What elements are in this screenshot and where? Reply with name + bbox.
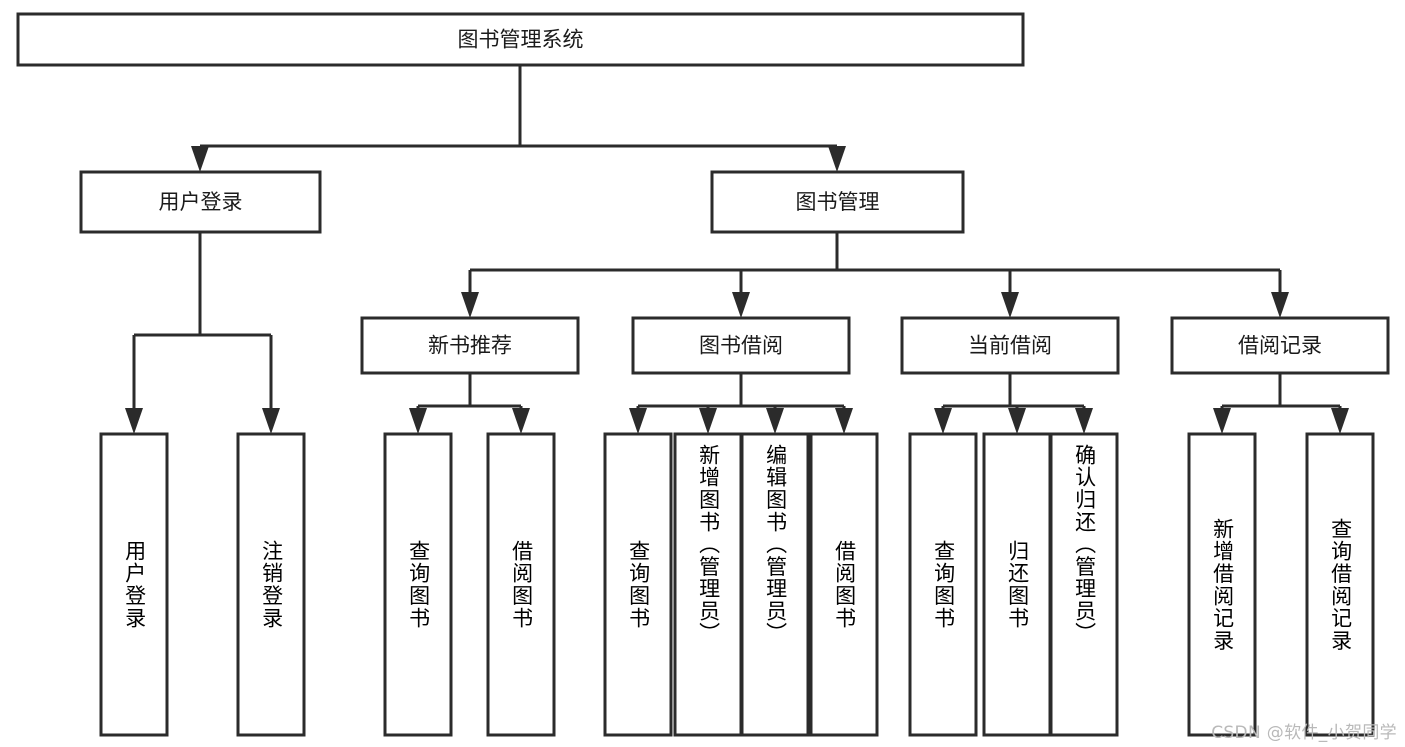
arrow-head-icon bbox=[262, 408, 280, 434]
leaf-node-7[interactable] bbox=[809, 432, 879, 737]
leaf-node-rect[interactable] bbox=[236, 432, 306, 737]
leaf-node-rect[interactable] bbox=[99, 432, 169, 737]
leaf-node-12[interactable] bbox=[1305, 432, 1375, 737]
leaf-node-rect[interactable] bbox=[982, 432, 1052, 737]
level3-node-1[interactable]: 图书借阅 bbox=[631, 316, 851, 375]
arrow-head-icon bbox=[699, 408, 717, 434]
leaf-node-3[interactable] bbox=[486, 432, 556, 737]
leaf-node-rect[interactable] bbox=[809, 432, 879, 737]
arrow-head-icon bbox=[629, 408, 647, 434]
arrow-head-icon bbox=[191, 146, 209, 172]
leaf-node-rect[interactable] bbox=[1049, 432, 1119, 737]
connector-record-to-leaves bbox=[1213, 373, 1349, 434]
connector-current-borrow-to-leaves bbox=[934, 373, 1093, 434]
leaf-node-2[interactable] bbox=[383, 432, 453, 737]
arrow-head-icon bbox=[934, 408, 952, 434]
arrow-head-icon bbox=[512, 408, 530, 434]
leaf-node-rect[interactable] bbox=[740, 432, 810, 737]
level3-node-label: 图书借阅 bbox=[699, 334, 783, 358]
arrow-head-icon bbox=[1001, 292, 1019, 318]
arrow-head-icon bbox=[766, 408, 784, 434]
leaf-node-10[interactable] bbox=[1049, 432, 1119, 737]
arrow-head-icon bbox=[409, 408, 427, 434]
level3-node-rect[interactable] bbox=[360, 316, 580, 375]
arrow-head-icon bbox=[828, 146, 846, 172]
arrow-head-icon bbox=[1213, 408, 1231, 434]
level3-node-label: 新书推荐 bbox=[428, 334, 512, 358]
level3-node-label: 借阅记录 bbox=[1238, 334, 1322, 358]
leaf-node-rect[interactable] bbox=[1187, 432, 1257, 737]
arrow-head-icon bbox=[1331, 408, 1349, 434]
watermark-text: CSDN @软件_小贺同学 bbox=[1211, 723, 1397, 743]
arrow-head-icon bbox=[461, 292, 479, 318]
connector-root-to-level2 bbox=[191, 65, 846, 172]
connector-layer bbox=[125, 65, 1349, 434]
leaf-node-rect[interactable] bbox=[908, 432, 978, 737]
leaf-node-rect[interactable] bbox=[603, 432, 673, 737]
level3-node-0[interactable]: 新书推荐 bbox=[360, 316, 580, 375]
leaf-node-rect[interactable] bbox=[383, 432, 453, 737]
arrow-head-icon bbox=[732, 292, 750, 318]
connector-book-manage-to-level3 bbox=[461, 232, 1289, 318]
level3-node-label: 当前借阅 bbox=[968, 334, 1052, 358]
level2-node-1[interactable]: 图书管理 bbox=[710, 170, 965, 234]
leaf-node-8[interactable] bbox=[908, 432, 978, 737]
root-node-label: 图书管理系统 bbox=[458, 28, 584, 52]
connector-new-book-to-leaves bbox=[409, 373, 530, 434]
level2-node-0[interactable]: 用户登录 bbox=[79, 170, 322, 234]
root-node-rect[interactable] bbox=[16, 12, 1025, 67]
leaf-node-rect[interactable] bbox=[1305, 432, 1375, 737]
leaf-node-5[interactable] bbox=[673, 432, 743, 737]
arrow-head-icon bbox=[1075, 408, 1093, 434]
level2-node-label: 图书管理 bbox=[796, 190, 880, 214]
arrow-head-icon bbox=[835, 408, 853, 434]
root-node[interactable]: 图书管理系统 bbox=[16, 12, 1025, 67]
level2-node-rect[interactable] bbox=[710, 170, 965, 234]
leaf-node-6[interactable] bbox=[740, 432, 810, 737]
level2-node-rect[interactable] bbox=[79, 170, 322, 234]
leaf-node-4[interactable] bbox=[603, 432, 673, 737]
level3-node-2[interactable]: 当前借阅 bbox=[900, 316, 1120, 375]
arrow-head-icon bbox=[125, 408, 143, 434]
leaf-node-11[interactable] bbox=[1187, 432, 1257, 737]
leaf-node-rect[interactable] bbox=[486, 432, 556, 737]
leaf-node-rect[interactable] bbox=[673, 432, 743, 737]
leaf-node-0[interactable] bbox=[99, 432, 169, 737]
level3-node-3[interactable]: 借阅记录 bbox=[1170, 316, 1390, 375]
level3-node-rect[interactable] bbox=[900, 316, 1120, 375]
connector-user-login-to-leaves bbox=[125, 232, 280, 434]
leaf-node-1[interactable] bbox=[236, 432, 306, 737]
level2-node-label: 用户登录 bbox=[159, 190, 243, 214]
arrow-head-icon bbox=[1008, 408, 1026, 434]
arrow-head-icon bbox=[1271, 292, 1289, 318]
leaf-node-9[interactable] bbox=[982, 432, 1052, 737]
level3-node-rect[interactable] bbox=[1170, 316, 1390, 375]
connector-borrow-to-leaves bbox=[629, 373, 853, 434]
level3-node-rect[interactable] bbox=[631, 316, 851, 375]
